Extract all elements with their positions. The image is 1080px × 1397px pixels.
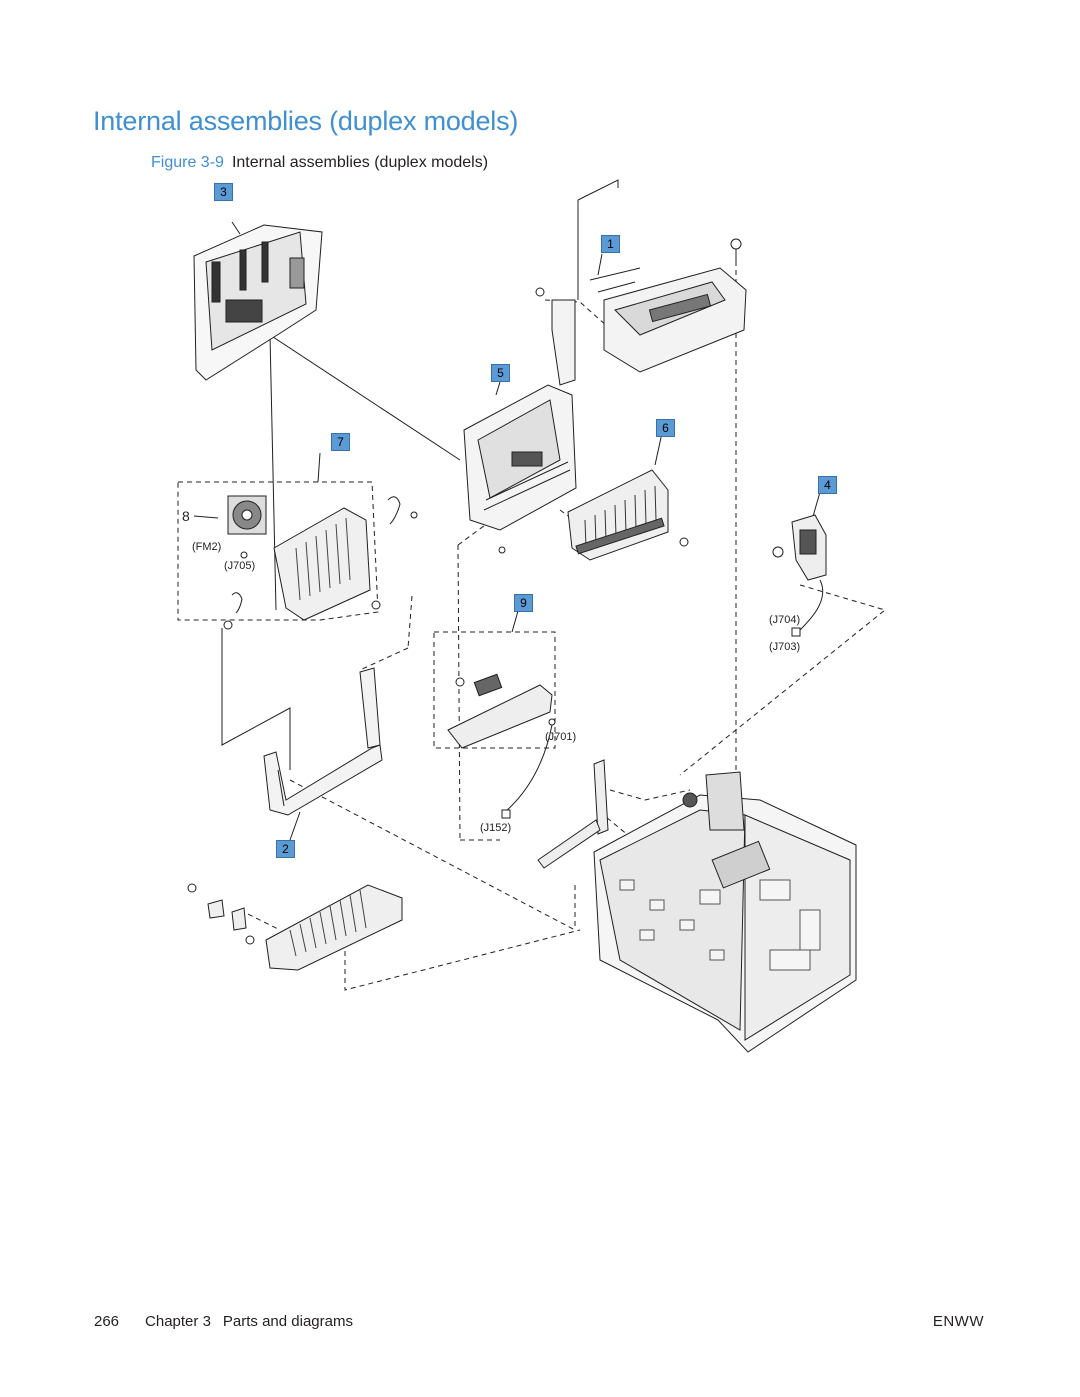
section-title: Internal assemblies (duplex models) <box>93 106 519 136</box>
footer-chapter: Chapter 3 <box>145 1313 211 1330</box>
callout-3[interactable]: 3 <box>214 183 233 201</box>
callout-1[interactable]: 1 <box>601 235 620 253</box>
connector-fm2: (FM2) <box>192 541 222 553</box>
connector-j704: (J704) <box>769 614 801 626</box>
footer-chapter-title: Parts and diagrams <box>222 1313 353 1330</box>
callout-2[interactable]: 2 <box>276 840 295 858</box>
guide-lines <box>177 270 887 991</box>
fuser-assembly <box>535 238 747 386</box>
printer-chassis <box>593 771 857 1053</box>
lower-frame-assembly <box>263 667 383 816</box>
connector-j152: (J152) <box>480 822 512 834</box>
rear-door-assembly <box>193 224 323 381</box>
callout-6[interactable]: 6 <box>656 419 675 437</box>
connector-j703: (J703) <box>769 641 801 653</box>
figure-number[interactable]: -9 <box>209 154 224 171</box>
callout-4[interactable]: 4 <box>818 476 837 494</box>
duplex-frame-assembly <box>463 384 577 554</box>
footer-doc-code: ENWW <box>932 1313 984 1330</box>
figure-caption: Figure 3-9 Internal assemblies (duplex mo… <box>151 154 488 172</box>
fan-and-guide-assembly <box>223 495 418 630</box>
figure-caption-text: Internal assemblies (duplex models) <box>231 154 489 171</box>
callout-8[interactable]: 8 <box>182 508 190 524</box>
sensor-assembly <box>772 514 827 637</box>
callout-7[interactable]: 7 <box>331 433 350 451</box>
leader-lines <box>193 179 821 841</box>
connector-j705: (J705) <box>224 560 256 572</box>
sensor-bar-assembly <box>537 759 609 869</box>
transfer-roller-assembly <box>187 883 403 971</box>
page-number: 266 <box>94 1313 120 1330</box>
footer-left: 266 Chapter 3 Parts and diagrams <box>94 1313 353 1330</box>
connector-j701: (J701) <box>545 731 577 743</box>
figure-label[interactable]: Figure 3 <box>151 154 210 171</box>
callout-5[interactable]: 5 <box>491 364 510 382</box>
callout-9[interactable]: 9 <box>514 594 533 612</box>
duplex-guide-assembly <box>567 469 689 561</box>
registration-assembly <box>447 673 556 819</box>
